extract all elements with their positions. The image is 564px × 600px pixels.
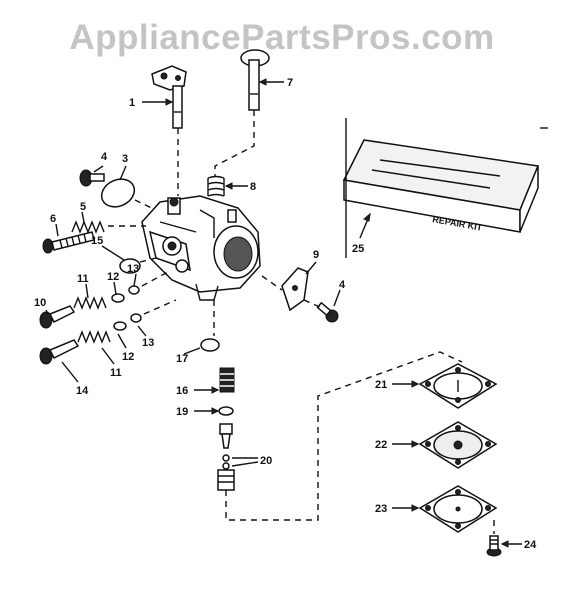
washer-part: [111, 293, 125, 303]
callout-label: 1: [129, 97, 135, 109]
o-ring-part: [130, 313, 142, 323]
callout-label: 15: [91, 235, 103, 247]
choke-shaft-part: [240, 49, 270, 111]
callout-label: 11: [110, 367, 122, 379]
callout-label: 12: [107, 271, 119, 283]
callout-label: 16: [176, 385, 188, 397]
washer-part: [113, 321, 127, 331]
screw-icon: [316, 301, 339, 323]
callout-label: 13: [127, 263, 139, 275]
callout-label: 21: [375, 379, 387, 391]
o-ring-part: [128, 285, 140, 295]
spring-icon: [77, 330, 111, 344]
gasket-icon: [418, 421, 498, 469]
callout-label: 20: [260, 455, 272, 467]
callout-label: 3: [122, 153, 128, 165]
callout-label: 14: [76, 385, 89, 397]
callout-label: 12: [122, 351, 134, 363]
repair-kit-box-icon: REPAIR KIT: [342, 139, 540, 233]
gasket-icon: [281, 267, 309, 312]
callout-label: 23: [375, 503, 387, 515]
spring-icon: [71, 220, 105, 234]
callout-label: 4: [101, 151, 108, 163]
callout-label: 10: [34, 297, 46, 309]
washer-part: [218, 406, 234, 416]
welch-plug-part: [119, 258, 141, 274]
callout-label: 6: [50, 213, 56, 225]
spring-icon: [73, 296, 107, 310]
callout-label: 17: [176, 353, 188, 365]
throttle-plate-part: [100, 178, 136, 208]
throttle-shaft-part: [151, 65, 187, 129]
cup-plug-part: [200, 338, 220, 352]
needle-valve-part: [39, 339, 80, 365]
callout-label: 13: [142, 337, 154, 349]
watermark-logo: AppliancePartsPros.com: [69, 18, 495, 57]
spring-icon: [219, 367, 235, 393]
callout-label: 11: [77, 273, 89, 285]
callout-label: 25: [352, 243, 364, 255]
spring-icon: [207, 175, 225, 197]
callout-label: 22: [375, 439, 387, 451]
screw-icon: [79, 169, 105, 187]
callout-label: 8: [250, 181, 256, 193]
callout-label: 9: [313, 249, 319, 261]
callout-label: 4: [339, 279, 346, 291]
gasket-icon: [418, 485, 498, 533]
screw-icon: [486, 535, 502, 557]
gasket-icon: [418, 363, 498, 409]
needle-valve-part: [39, 305, 76, 329]
fitting-part: [217, 469, 235, 491]
callout-label: 24: [524, 539, 537, 551]
carburetor-body-icon: [141, 195, 261, 301]
screw-icon: [42, 231, 95, 254]
callout-label: 5: [80, 201, 86, 213]
callout-label: 7: [287, 77, 293, 89]
callout-label: 19: [176, 406, 188, 418]
needle-seat-part: [219, 423, 233, 449]
